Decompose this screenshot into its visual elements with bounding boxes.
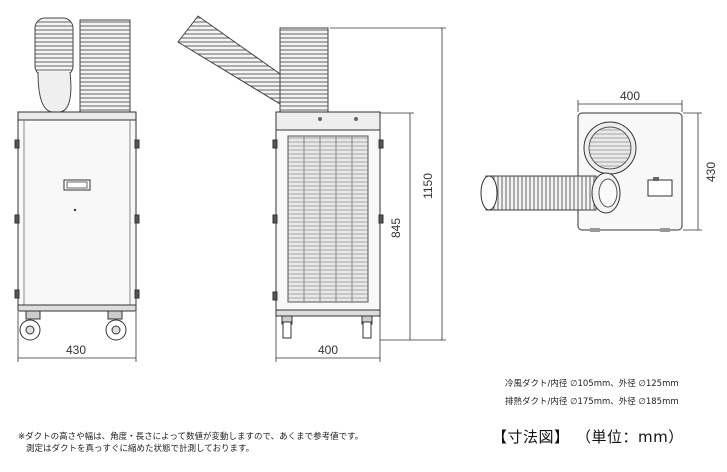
- side-hot-duct: [279, 27, 329, 113]
- top-cold-duct: [480, 172, 621, 214]
- side-view: [177, 15, 446, 362]
- hot-duct: [79, 19, 131, 113]
- top-width-dimension: [577, 100, 683, 112]
- front-handle: [63, 179, 91, 191]
- caption-unit: （単位：mm）: [583, 428, 684, 446]
- cold-duct-spec: 冷風ダクト/内径 ∅105mm、外径 ∅125mm: [505, 379, 679, 389]
- side-total-height-dimension: [330, 27, 446, 341]
- cold-duct: [34, 17, 74, 113]
- note-line-1: ※ダクトの高さや幅は、角度・長さによって数値が変動しますので、あくまで参考値です…: [18, 432, 364, 442]
- top-control-panel: [647, 179, 673, 197]
- side-casters: [281, 315, 373, 339]
- side-body-height-label: 845: [389, 218, 403, 238]
- top-width-label: 400: [620, 89, 640, 103]
- side-grille: [287, 135, 369, 303]
- front-view: [14, 17, 140, 362]
- top-view: [480, 100, 702, 232]
- front-width-dimension: [17, 312, 137, 362]
- top-depth-dimension: [683, 112, 702, 231]
- side-width-label: 400: [318, 343, 338, 357]
- side-width-dimension: [275, 316, 381, 362]
- top-depth-label: 430: [704, 162, 718, 182]
- front-body: [17, 111, 137, 311]
- side-total-height-label: 1150: [421, 173, 435, 199]
- hot-duct-spec: 排熱ダクト/内径 ∅175mm、外径 ∅185mm: [505, 397, 679, 407]
- side-body-height-dimension: [380, 112, 414, 341]
- caption-title: 【寸法図】: [492, 428, 570, 446]
- note-line-2: 測定はダクトを真っすぐに縮めた状態で計測しております。: [26, 444, 255, 454]
- front-width-label: 430: [66, 343, 86, 357]
- diagram-caption: 【寸法図】 （単位：mm）: [492, 426, 698, 447]
- front-casters: [19, 310, 127, 341]
